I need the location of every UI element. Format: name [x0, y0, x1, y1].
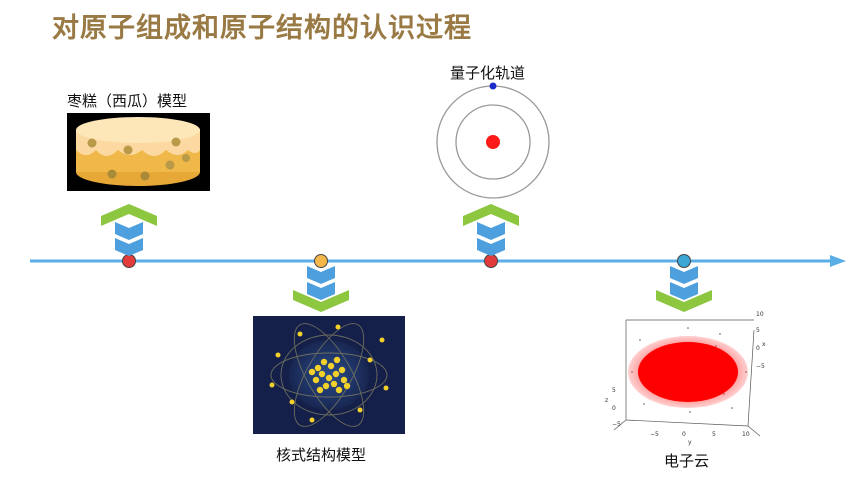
page-title: 对原子组成和原子结构的认识过程 [52, 13, 472, 44]
cloud-axis-tick: 10 [742, 431, 750, 438]
cloud-axis-tick: 5 [612, 387, 616, 394]
bohr-orbit-diagram [436, 82, 550, 199]
chevron-down-icon [656, 266, 712, 312]
cloud-axis-tick: 5 [712, 431, 716, 438]
cloud-axis-tick: 0 [756, 345, 760, 352]
cloud-axis-letter: y [688, 439, 692, 446]
cloud-axis-letter: z [605, 397, 608, 404]
chevron-up-icon [101, 204, 157, 256]
plum-pudding-image [67, 113, 210, 191]
cloud-axis-tick: −5 [650, 431, 659, 438]
cloud-axis-tick: −5 [612, 421, 621, 428]
cloud-axis-tick: −5 [756, 363, 765, 370]
cloud-axis-tick: 5 [756, 327, 760, 334]
electron-cloud-image: −5 0 5 10 10 5 0 −5 5 0 −5 y x z [605, 311, 769, 446]
nuclear-model-label: 核式结构模型 [276, 446, 367, 464]
marker-electron-cloud [677, 254, 691, 268]
cloud-axis-tick: 10 [756, 311, 764, 318]
chevron-down-icon [293, 266, 349, 312]
cloud-axis-letter: x [762, 341, 766, 348]
chevron-up-icon [463, 204, 519, 256]
cloud-axis-tick: 0 [612, 405, 616, 412]
quantized-orbit-label: 量子化轨道 [450, 64, 526, 82]
marker-quantized [484, 254, 498, 268]
marker-plum-pudding [122, 254, 136, 268]
marker-nuclear [314, 254, 328, 268]
plum-pudding-label: 枣糕（西瓜）模型 [67, 92, 188, 110]
cloud-axis-tick: 0 [682, 431, 686, 438]
timeline-arrowhead [830, 255, 846, 267]
nuclear-model-image [253, 316, 405, 434]
electron-cloud-label: 电子云 [664, 452, 710, 470]
